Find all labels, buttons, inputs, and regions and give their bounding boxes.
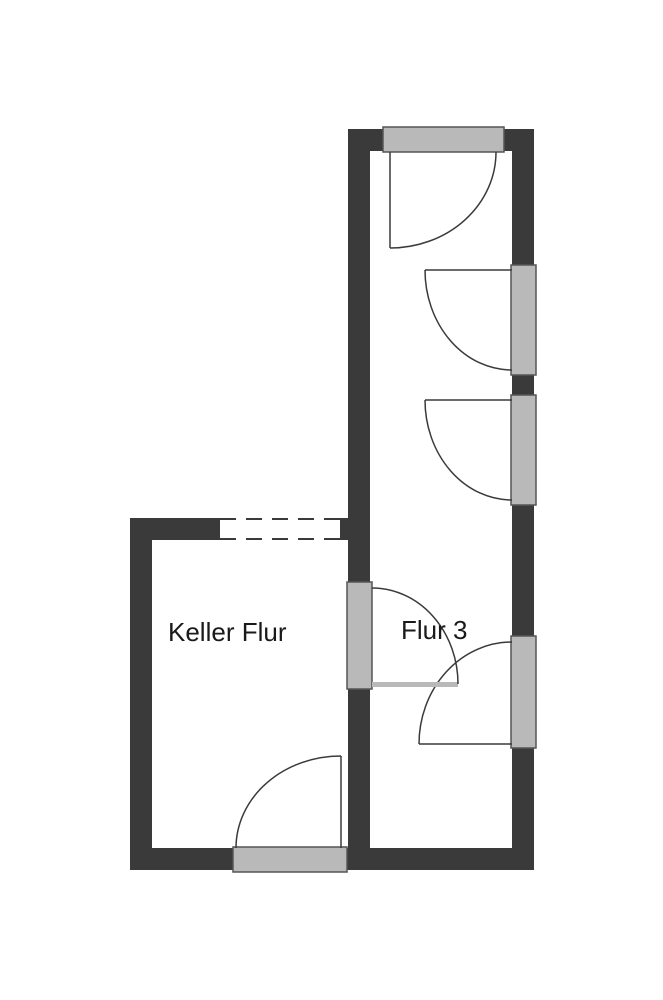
- door-right-1: [510, 264, 537, 376]
- flur-3-wall-left-upper: [348, 129, 370, 584]
- keller-flur-wall-bottom-left: [130, 848, 234, 870]
- door-top-swing: [389, 151, 497, 249]
- door-bottom-swing: [235, 755, 342, 849]
- keller-flur-wall-top: [130, 518, 220, 540]
- door-middle: [346, 581, 373, 690]
- keller-flur-wall-left: [130, 518, 152, 870]
- door-right-3: [510, 635, 537, 749]
- room-label-keller-flur: Keller Flur: [168, 617, 287, 647]
- room-label-flur-3: Flur 3: [401, 615, 468, 645]
- door-top: [382, 126, 505, 153]
- door-middle-leaf: [372, 682, 458, 687]
- flur-3-wall-bottom: [346, 848, 534, 870]
- door-middle-swing: [371, 587, 459, 685]
- door-bottom: [232, 846, 348, 873]
- door-right-3-swing: [418, 641, 513, 745]
- door-right-2-swing: [424, 399, 513, 501]
- door-right-1-swing: [424, 269, 513, 371]
- flur-3-wall-left-lower: [348, 688, 370, 870]
- door-right-2: [510, 394, 537, 506]
- keller-flur-wall-top-stub: [340, 518, 370, 540]
